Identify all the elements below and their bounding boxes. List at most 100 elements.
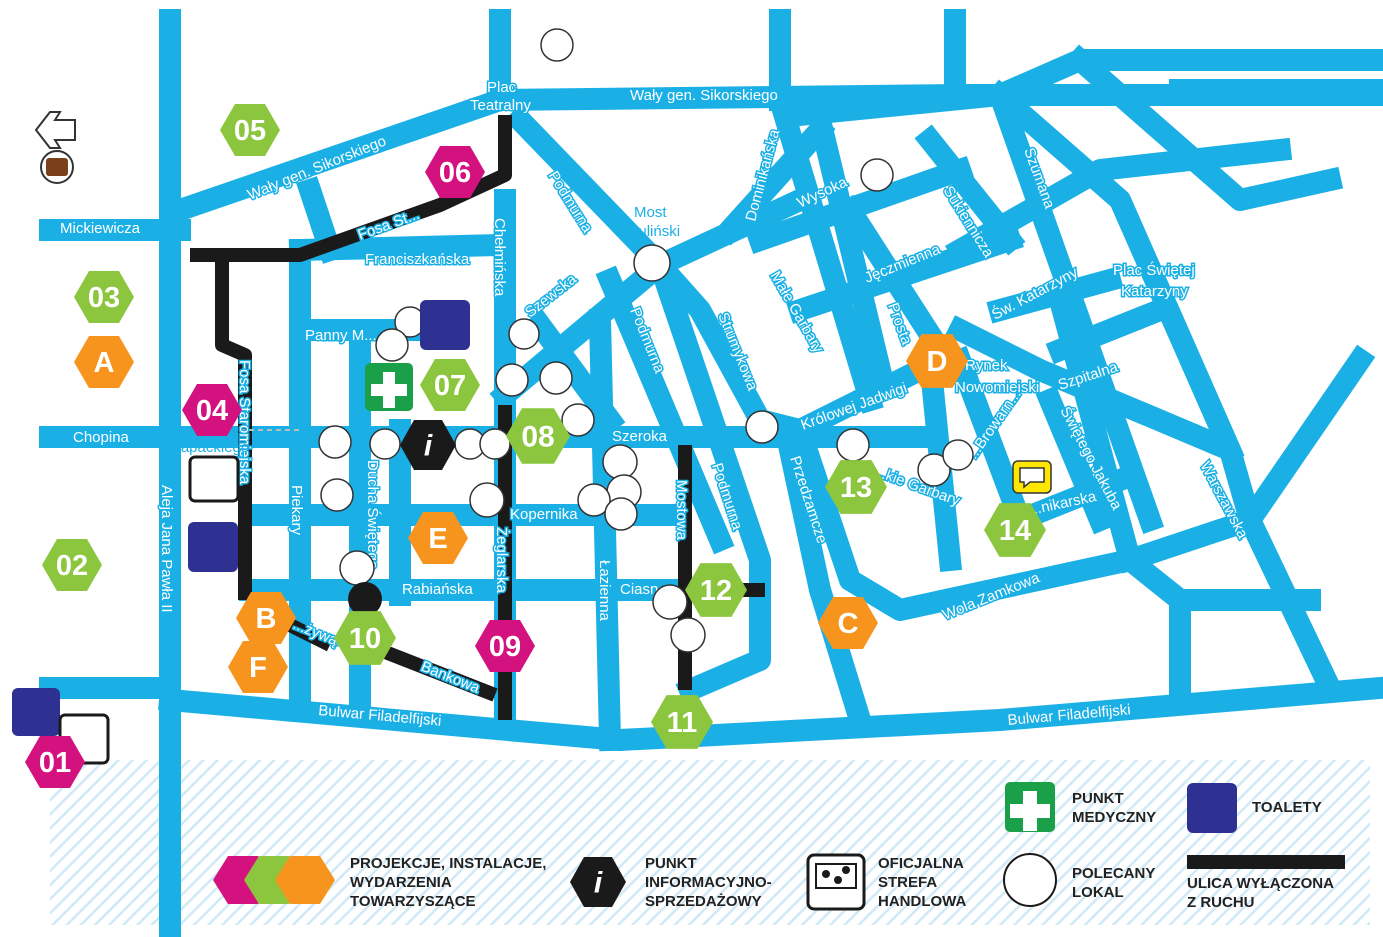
event-marker-02[interactable] bbox=[42, 539, 102, 591]
venue-marker[interactable] bbox=[604, 497, 638, 531]
legend-info-line2: INFORMACYJNO- bbox=[645, 874, 772, 891]
street-label-ducha: Ducha Świętego bbox=[364, 460, 382, 569]
venue-marker[interactable] bbox=[320, 478, 354, 512]
event-marker-12[interactable] bbox=[685, 563, 747, 617]
event-marker-06[interactable] bbox=[425, 146, 485, 198]
event-marker-a[interactable] bbox=[74, 336, 134, 388]
event-marker-04[interactable] bbox=[182, 384, 242, 436]
legend-info-line1: PUNKT bbox=[645, 855, 697, 872]
street-label-bankowa: Bankowa bbox=[419, 658, 483, 697]
event-marker-label-04: 04 bbox=[196, 395, 228, 427]
legend-venue-icon bbox=[1003, 853, 1057, 907]
event-marker-05[interactable] bbox=[220, 104, 280, 156]
venue-marker[interactable] bbox=[369, 428, 401, 460]
event-marker-08[interactable] bbox=[506, 408, 570, 464]
street-label-franciszkanska: Franciszkańska bbox=[365, 251, 470, 268]
toilet-icon[interactable] bbox=[188, 522, 238, 572]
street-label-fosa-left: Fosa Staromiejska bbox=[236, 360, 253, 485]
shop-zone-icon[interactable] bbox=[188, 455, 240, 503]
legend-events-line1: PROJEKCJE, INSTALACJE, bbox=[350, 855, 546, 872]
event-marker-03[interactable] bbox=[74, 271, 134, 323]
street-label-rynek-2: Nowomiejski bbox=[955, 379, 1039, 396]
street-label-rabianska: Rabiańska bbox=[402, 581, 474, 598]
event-marker-11[interactable] bbox=[651, 695, 713, 749]
event-marker-label-09: 09 bbox=[489, 631, 521, 663]
event-marker-f[interactable] bbox=[228, 641, 288, 693]
venue-marker[interactable] bbox=[602, 444, 638, 480]
legend-shop-line3: HANDLOWA bbox=[878, 893, 966, 910]
legend: PROJEKCJE, INSTALACJE, WYDARZENIA TOWARZ… bbox=[213, 782, 1345, 911]
venue-marker[interactable] bbox=[495, 363, 529, 397]
event-marker-label-c: C bbox=[838, 608, 859, 640]
street-label-aleja: Aleja Jana Pawła II bbox=[158, 485, 175, 613]
info-point-icon[interactable] bbox=[400, 420, 456, 470]
street-label-krolowej: Królowej Jadwigi bbox=[799, 380, 910, 434]
toilet-icon[interactable] bbox=[420, 300, 470, 350]
legend-medical-line2: MEDYCZNY bbox=[1072, 809, 1156, 826]
venue-marker[interactable] bbox=[540, 28, 574, 62]
venue-marker[interactable] bbox=[539, 361, 573, 395]
event-marker-label-05: 05 bbox=[234, 115, 266, 147]
back-arrow-icon[interactable] bbox=[34, 111, 76, 149]
event-marker-label-14: 14 bbox=[999, 515, 1031, 547]
info-symbol: i bbox=[424, 430, 433, 463]
event-marker-13[interactable] bbox=[825, 460, 887, 514]
venue-marker[interactable] bbox=[561, 403, 595, 437]
venue-marker[interactable] bbox=[577, 483, 611, 517]
street-label-rapackiego: Rapackiego bbox=[170, 439, 249, 456]
street-label-plac-teatralny-2: Teatralny bbox=[470, 97, 531, 114]
venue-marker[interactable] bbox=[917, 453, 951, 487]
event-marker-b[interactable] bbox=[236, 592, 296, 644]
legend-info-line3: SPRZEDAŻOWY bbox=[645, 893, 762, 910]
stage-marker[interactable] bbox=[348, 582, 382, 616]
event-marker-label-10: 10 bbox=[349, 623, 381, 655]
street-label-panny-marii: Panny M... bbox=[305, 327, 377, 344]
venue-marker[interactable] bbox=[652, 584, 688, 620]
venue-marker[interactable] bbox=[745, 410, 779, 444]
event-marker-09[interactable] bbox=[475, 620, 535, 672]
street-label-mostowa: Mostowa bbox=[673, 480, 690, 541]
legend-info-icon bbox=[570, 857, 626, 907]
venue-marker[interactable] bbox=[942, 439, 974, 471]
legend-events-line2: WYDARZENIA bbox=[350, 874, 452, 891]
legend-shop-line2: STREFA bbox=[878, 874, 937, 891]
street-label-plac-kat-2: Katarzyny bbox=[1121, 283, 1188, 300]
legend-closed-street-swatch bbox=[1187, 855, 1345, 869]
venue-marker[interactable] bbox=[633, 244, 671, 282]
venue-marker[interactable] bbox=[860, 158, 894, 192]
event-marker-d[interactable] bbox=[906, 334, 968, 388]
venue-marker[interactable] bbox=[318, 425, 352, 459]
event-marker-14[interactable] bbox=[984, 503, 1046, 557]
toilet-icon[interactable] bbox=[12, 688, 60, 736]
street-label-plac-kat-1: Plac Świętej bbox=[1113, 261, 1195, 279]
street-label-piekary: Piekary bbox=[288, 485, 305, 536]
street-label-kopernika: Kopernika bbox=[510, 506, 578, 523]
legend-events-line3: TOWARZYSZĄCE bbox=[350, 893, 476, 910]
legend-shop-line1: OFICJALNA bbox=[878, 855, 964, 872]
event-marker-10[interactable] bbox=[334, 611, 396, 665]
legend-venue-line2: LOKAL bbox=[1072, 884, 1124, 901]
venue-marker[interactable] bbox=[469, 482, 505, 518]
venue-marker[interactable] bbox=[508, 318, 540, 350]
event-marker-07[interactable] bbox=[420, 359, 480, 411]
event-marker-c[interactable] bbox=[818, 597, 878, 649]
shop-zone-markers bbox=[58, 455, 240, 765]
event-marker-01[interactable] bbox=[25, 736, 85, 788]
street-label-mickiewicza: Mickiewicza bbox=[60, 220, 141, 237]
event-marker-label-07: 07 bbox=[434, 370, 466, 402]
venue-marker[interactable] bbox=[339, 550, 375, 586]
event-marker-label-06: 06 bbox=[439, 157, 471, 189]
street-label-chelminska: Chełmińska bbox=[491, 218, 508, 297]
legend-info-symbol: i bbox=[594, 867, 603, 900]
event-marker-e[interactable] bbox=[408, 512, 468, 564]
venue-marker[interactable] bbox=[479, 428, 511, 460]
event-marker-label-08: 08 bbox=[521, 421, 554, 454]
venue-marker[interactable] bbox=[670, 617, 706, 653]
event-marker-label-d: D bbox=[927, 346, 948, 378]
legend-hex-orange bbox=[275, 856, 335, 904]
toilets-markers bbox=[12, 300, 470, 736]
street-label-chopina: Chopina bbox=[73, 429, 130, 446]
venue-marker[interactable] bbox=[836, 428, 870, 462]
venue-marker[interactable] bbox=[375, 328, 409, 362]
street-label-lazienna: Łazienna bbox=[596, 560, 613, 622]
